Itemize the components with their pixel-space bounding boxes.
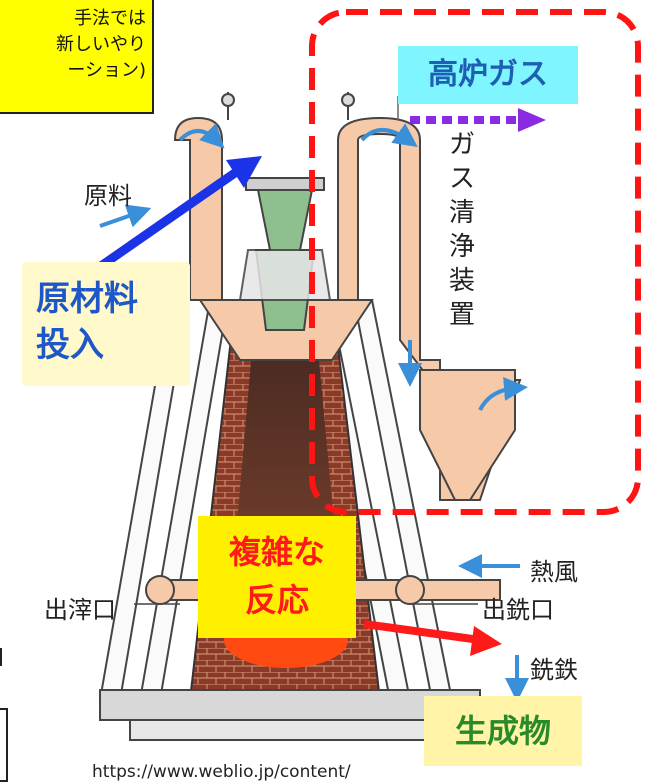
flow-arrow-exit: [478, 376, 528, 411]
slag-tap-label: 出滓口: [44, 596, 116, 624]
product-label: 生成物: [424, 696, 582, 766]
blast-gas-label: 高炉ガス: [398, 46, 578, 104]
gas-cleaning-region: [309, 9, 641, 515]
iron-tap-label: 出銑口: [482, 596, 554, 624]
note-line: 新しいやり: [56, 34, 146, 55]
pig-iron-label: 銑鉄: [530, 656, 578, 684]
tuyere-right: [395, 575, 425, 605]
valve-left-icon: [221, 92, 235, 120]
base-plinth: [129, 719, 451, 741]
cropped-note-box: 手法では 新しいやり ーション): [0, 0, 154, 114]
furnace-base: [99, 689, 481, 721]
reaction-line: 複雑な: [228, 533, 325, 571]
charging-frame: [238, 249, 332, 301]
gas-cleaner-char: 清: [448, 198, 475, 228]
hot-air-label: 熱風: [530, 558, 578, 586]
gas-cleaner-char: ス: [448, 164, 475, 194]
raw-input-line: 投入: [36, 325, 104, 365]
note-line: ーション): [67, 60, 146, 81]
edge-mark: [0, 648, 2, 666]
raw-input-label: 原材料 投入: [22, 262, 190, 386]
blast-gas-arrowhead: [518, 108, 546, 132]
gas-cleaner-char: 置: [448, 300, 475, 330]
flow-arrow-left: [178, 123, 225, 149]
flow-arrow-right: [360, 123, 418, 147]
source-url: https://www.weblio.jp/content/: [92, 762, 351, 782]
gas-cleaner-label: ガ ス 清 浄 装 置: [446, 128, 478, 332]
cropped-corner-box: [0, 708, 8, 782]
gas-cleaner-char: 装: [448, 266, 475, 296]
note-line: 手法では: [74, 8, 146, 29]
valve-right-icon: [341, 92, 355, 120]
dust-catcher: [419, 369, 516, 501]
gas-cleaner-char: 浄: [448, 232, 475, 262]
gas-cleaner-char: ガ: [448, 130, 475, 160]
tuyere-left: [145, 575, 175, 605]
product-arrowhead: [470, 626, 502, 656]
raw-material-label: 原料: [84, 182, 132, 210]
raw-input-arrowhead: [226, 156, 262, 188]
raw-input-line: 原材料: [36, 279, 138, 319]
reaction-label: 複雑な 反応: [198, 516, 356, 638]
reaction-line: 反応: [244, 581, 309, 619]
product-arrow: [363, 620, 481, 644]
raw-flow-arrow: [99, 204, 152, 228]
